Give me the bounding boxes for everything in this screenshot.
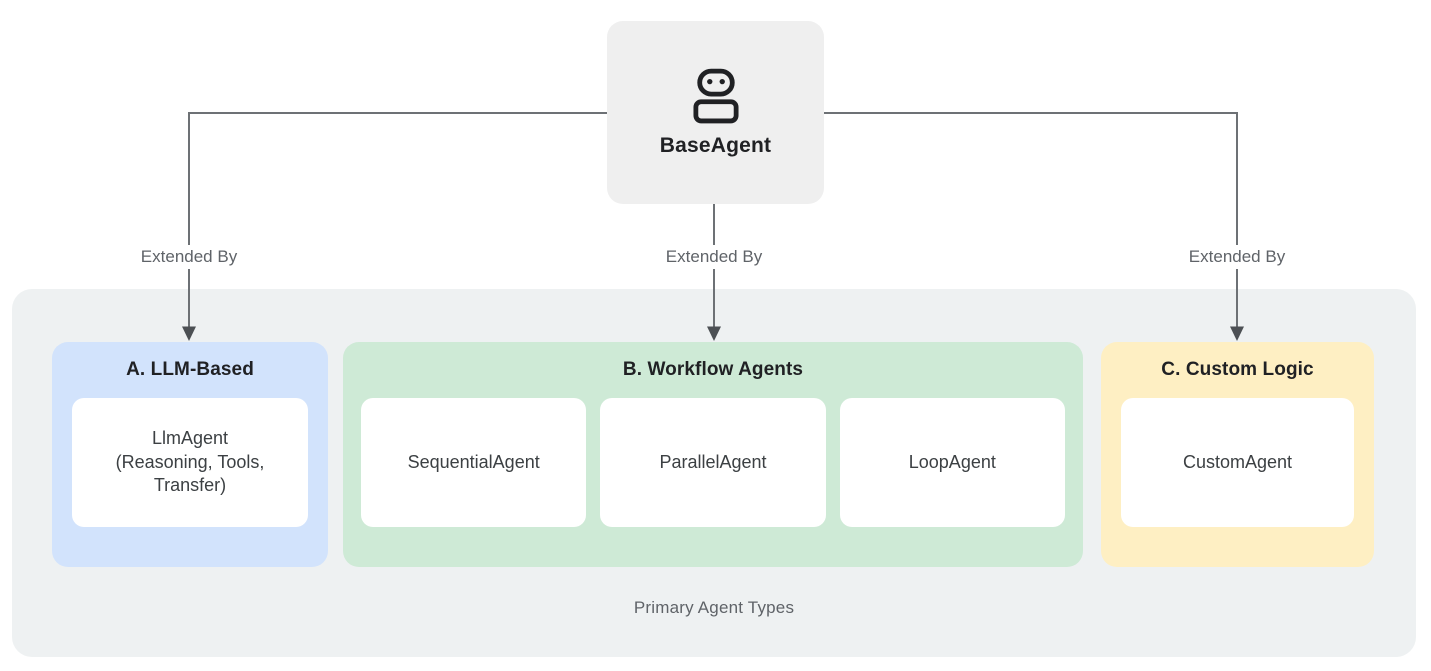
card-llm-agent: LlmAgent (Reasoning, Tools, Transfer)	[72, 398, 308, 527]
group-llm-based-cards: LlmAgent (Reasoning, Tools, Transfer)	[52, 398, 328, 527]
group-workflow-agents: B. Workflow Agents SequentialAgent Paral…	[343, 342, 1083, 567]
group-custom-logic-title: C. Custom Logic	[1161, 359, 1314, 380]
base-agent-node: BaseAgent	[607, 21, 824, 204]
base-agent-label: BaseAgent	[659, 133, 772, 157]
group-workflow-agents-cards: SequentialAgent ParallelAgent LoopAgent	[343, 398, 1083, 527]
edge-label-left: Extended By	[132, 245, 246, 269]
group-custom-logic: C. Custom Logic CustomAgent	[1101, 342, 1374, 567]
card-parallel-agent: ParallelAgent	[600, 398, 826, 527]
group-llm-based: A. LLM-Based LlmAgent (Reasoning, Tools,…	[52, 342, 328, 567]
card-custom-agent: CustomAgent	[1121, 398, 1354, 527]
edge-label-center: Extended By	[657, 245, 771, 269]
primary-agent-types-caption: Primary Agent Types	[633, 598, 795, 617]
arrowhead-right-icon	[1230, 326, 1244, 341]
edge-label-right: Extended By	[1180, 245, 1294, 269]
robot-icon	[692, 68, 739, 123]
group-custom-logic-cards: CustomAgent	[1101, 398, 1374, 527]
arrowhead-left-icon	[182, 326, 196, 341]
arrowhead-center-icon	[707, 326, 721, 341]
card-loop-agent: LoopAgent	[839, 398, 1065, 527]
group-llm-based-title: A. LLM-Based	[126, 359, 254, 380]
card-sequential-agent: SequentialAgent	[361, 398, 587, 527]
group-workflow-agents-title: B. Workflow Agents	[622, 359, 804, 380]
